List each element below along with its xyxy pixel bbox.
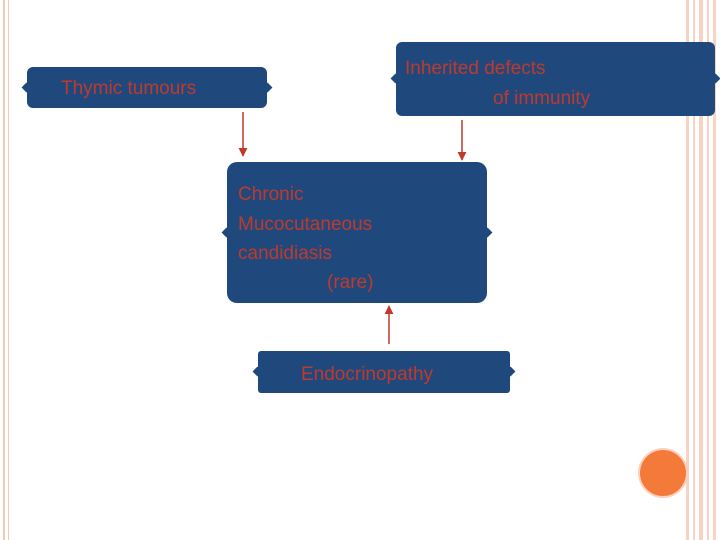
right-border-stripes xyxy=(684,0,720,540)
node-label-line4: (rare) xyxy=(327,272,374,293)
node-label-line1: Chronic xyxy=(238,184,304,205)
node-inherited-defects: Inherited defects of immunity xyxy=(390,42,720,116)
node-label-line1: Inherited defects xyxy=(405,58,546,79)
node-label: Endocrinopathy xyxy=(301,364,434,385)
left-border-stripes xyxy=(0,0,14,540)
node-chronic-mucocutaneous-candidiasis: Chronic Mucocutaneous candidiasis (rare) xyxy=(221,162,493,303)
node-label-line2: Mucocutaneous xyxy=(238,214,373,235)
node-label-line2: of immunity xyxy=(493,88,591,109)
node-thymic-tumours: Thymic tumours xyxy=(21,67,273,108)
accent-circle xyxy=(640,450,686,496)
node-label: Thymic tumours xyxy=(61,78,197,99)
node-label-line3: candidiasis xyxy=(238,243,332,264)
node-endocrinopathy: Endocrinopathy xyxy=(252,351,516,393)
